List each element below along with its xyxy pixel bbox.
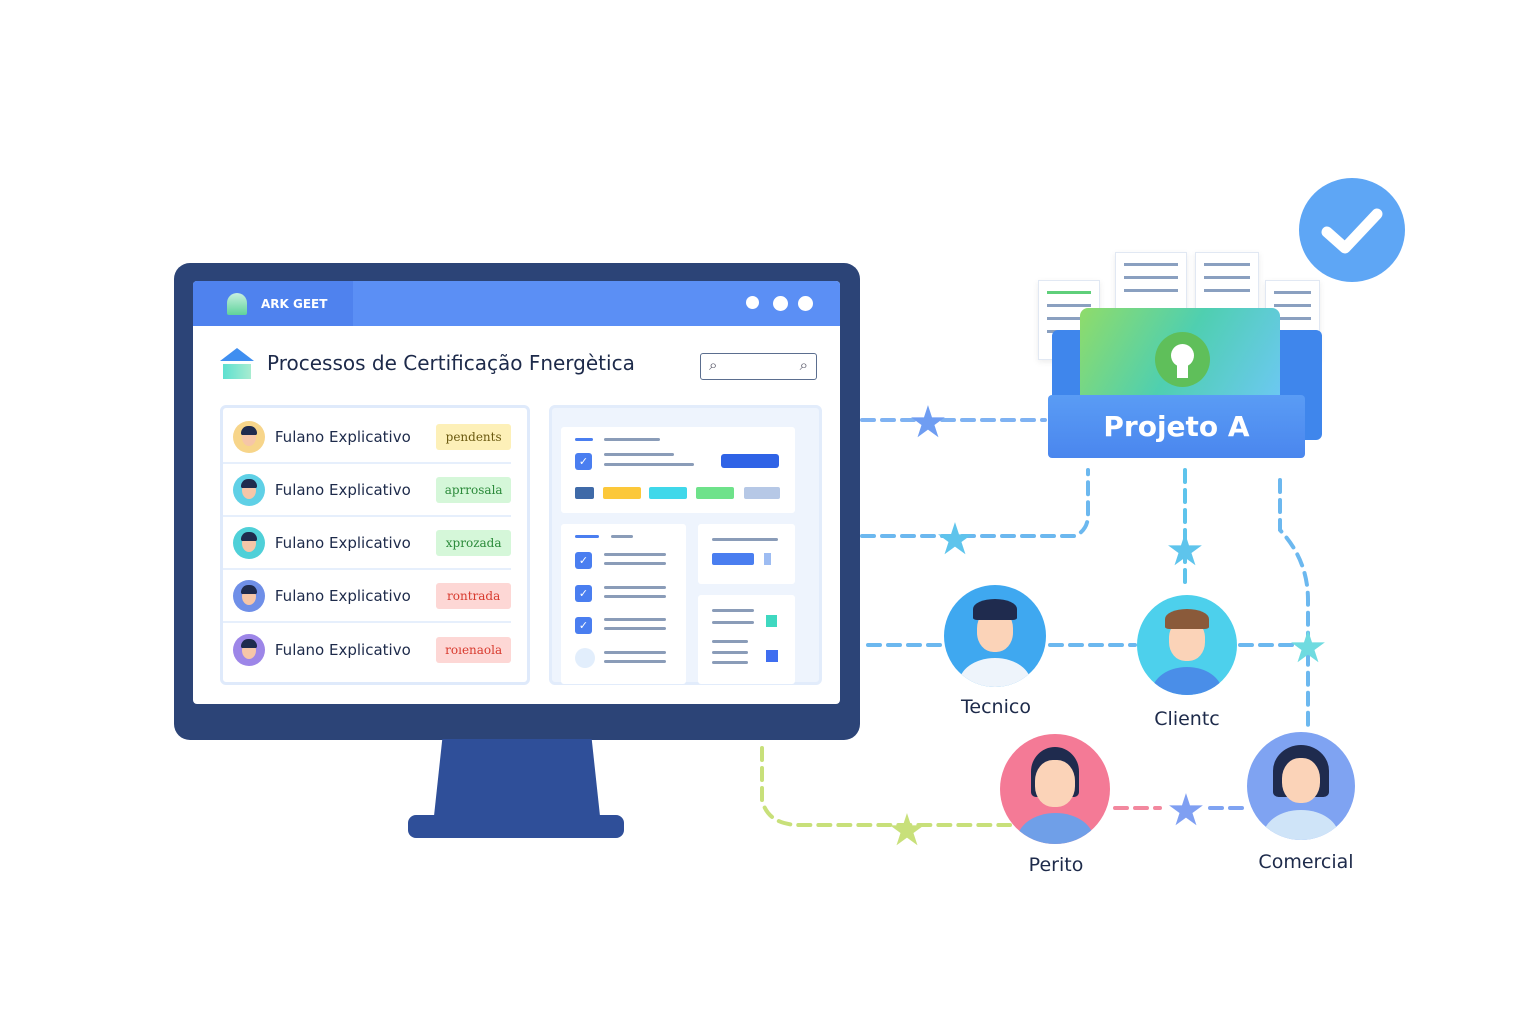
star-icon: ★ bbox=[908, 397, 947, 448]
star-icon: ★ bbox=[1165, 525, 1204, 576]
brand-name: ARK GEET bbox=[261, 296, 328, 311]
title-bar: ARK GEET bbox=[193, 281, 840, 326]
window-dot[interactable] bbox=[773, 296, 788, 311]
color-swatch bbox=[696, 487, 734, 499]
avatar bbox=[233, 526, 265, 559]
checkbox[interactable]: ✓ bbox=[575, 617, 592, 634]
summary-card: ✓ bbox=[561, 427, 795, 513]
process-list: Fulano Explicativo pendents Fulano Expli… bbox=[220, 405, 530, 685]
search-icon: ⌕ bbox=[709, 356, 718, 374]
person-label: Clientc bbox=[1154, 708, 1220, 730]
checkmark-icon bbox=[1321, 208, 1383, 254]
avatar bbox=[233, 420, 265, 453]
lightbulb-icon bbox=[1155, 332, 1210, 387]
list-item[interactable]: Fulano Explicativo roıenaola bbox=[223, 623, 511, 676]
avatar bbox=[233, 473, 265, 506]
status-badge: aprrosala bbox=[436, 476, 511, 503]
person-name: Fulano Explicativo bbox=[274, 586, 411, 605]
radio[interactable] bbox=[575, 648, 595, 668]
checkbox[interactable]: ✓ bbox=[575, 453, 592, 470]
checkbox[interactable]: ✓ bbox=[575, 585, 592, 602]
status-badge: pendents bbox=[436, 423, 511, 450]
checkmark-badge bbox=[1299, 178, 1405, 282]
person-label: Perito bbox=[1028, 854, 1084, 876]
status-badge: rontrada bbox=[436, 582, 511, 609]
list-item[interactable]: Fulano Explicativo xprozada bbox=[223, 517, 511, 570]
brand: ARK GEET bbox=[193, 281, 353, 326]
page-title: Processos de Certificação Fnergètica bbox=[267, 351, 635, 375]
avatar-tecnico[interactable] bbox=[944, 585, 1046, 687]
color-swatch bbox=[575, 487, 594, 499]
star-icon: ★ bbox=[1166, 785, 1205, 836]
star-icon: ★ bbox=[1288, 622, 1327, 673]
person-name: Fulano Explicativo bbox=[274, 533, 411, 552]
person-label: Tecnico bbox=[961, 696, 1031, 718]
dashboard-panel: ✓ ✓ ✓ ✓ bbox=[549, 405, 822, 685]
project-folder[interactable]: Projeto A bbox=[1048, 395, 1305, 458]
project-label: Projeto A bbox=[1103, 410, 1250, 443]
blue-icon bbox=[766, 650, 778, 662]
person-name: Fulano Explicativo bbox=[274, 480, 411, 499]
info-card bbox=[698, 595, 795, 684]
teal-icon bbox=[766, 615, 777, 627]
person-name: Fulano Explicativo bbox=[274, 640, 411, 659]
house-icon bbox=[220, 348, 254, 384]
bell-logo-icon bbox=[227, 292, 247, 315]
list-item[interactable]: Fulano Explicativo aprrosala bbox=[223, 464, 511, 517]
progress-bar bbox=[712, 553, 754, 565]
window-dot[interactable] bbox=[798, 296, 813, 311]
action-button[interactable] bbox=[721, 454, 779, 468]
avatar bbox=[233, 633, 265, 666]
monitor-stand bbox=[434, 739, 600, 816]
status-badge: roıenaola bbox=[436, 636, 511, 663]
checkbox[interactable]: ✓ bbox=[575, 552, 592, 569]
status-badge: xprozada bbox=[436, 529, 511, 556]
stat-card bbox=[698, 524, 795, 584]
color-swatch bbox=[649, 487, 687, 499]
star-icon: ★ bbox=[935, 514, 974, 565]
search-icon[interactable]: ⌕ bbox=[799, 356, 808, 374]
person-label: Comercial bbox=[1258, 851, 1354, 873]
app-window: ARK GEET Processos de Certificação Fnerg… bbox=[193, 281, 840, 704]
list-item[interactable]: Fulano Explicativo rontrada bbox=[223, 570, 511, 623]
monitor-base bbox=[408, 815, 624, 838]
avatar-comercial[interactable] bbox=[1247, 732, 1355, 840]
person-name: Fulano Explicativo bbox=[274, 427, 411, 446]
avatar-cliente[interactable] bbox=[1137, 595, 1237, 695]
list-item[interactable]: Fulano Explicativo pendents bbox=[223, 411, 511, 464]
color-swatch bbox=[744, 487, 780, 499]
checklist-card: ✓ ✓ ✓ bbox=[561, 524, 686, 684]
star-icon: ★ bbox=[887, 805, 926, 856]
avatar-perito[interactable] bbox=[1000, 734, 1110, 844]
window-dot[interactable] bbox=[746, 296, 759, 309]
avatar bbox=[233, 579, 265, 612]
color-swatch bbox=[603, 487, 641, 499]
search-input[interactable]: ⌕ ⌕ bbox=[700, 353, 817, 380]
